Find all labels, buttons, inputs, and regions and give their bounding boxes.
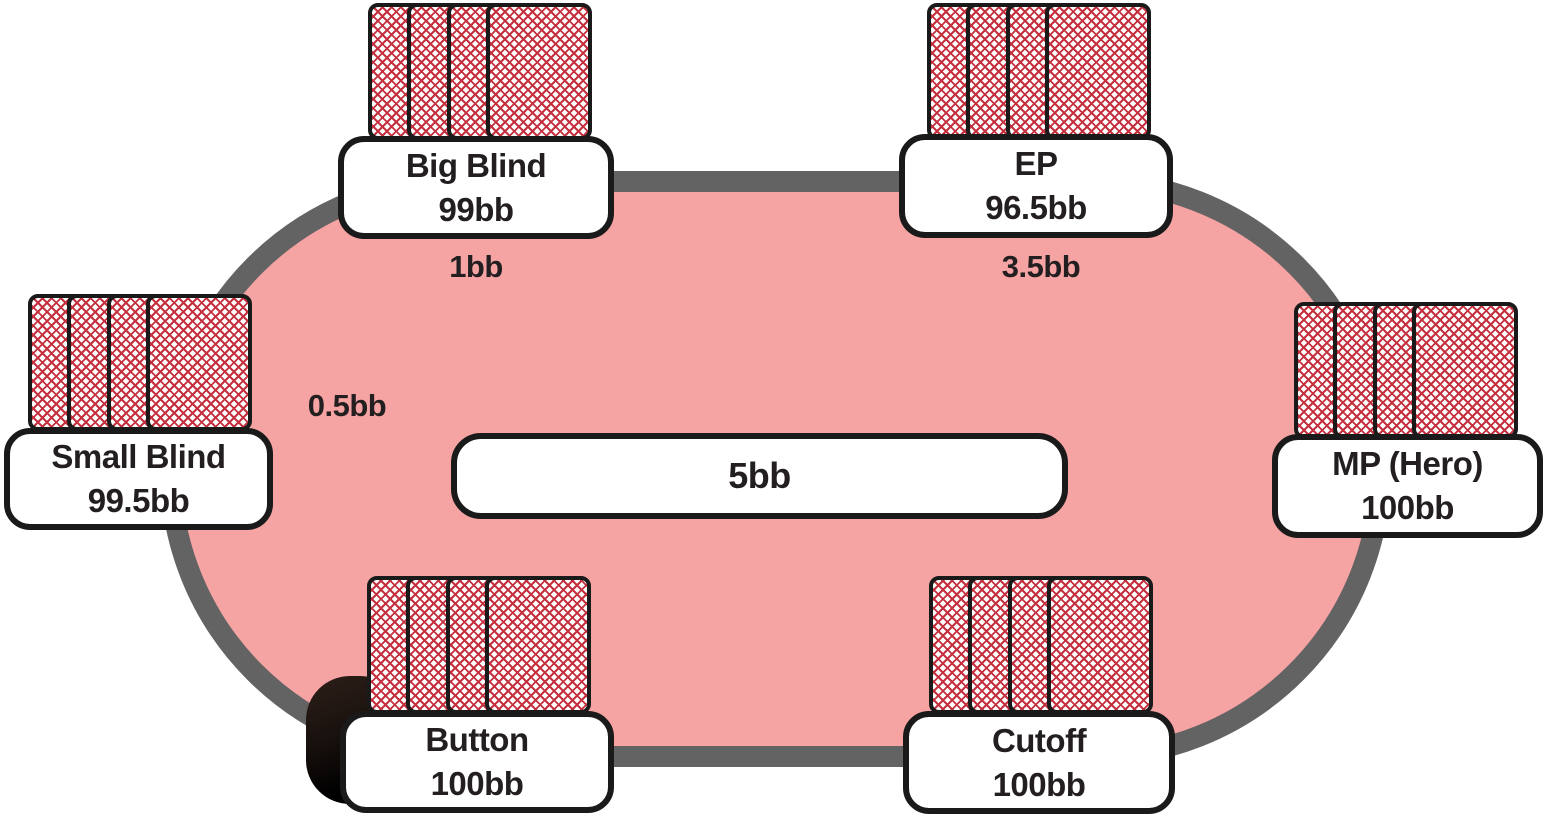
seat-position: Button [425,721,529,758]
seat-stack: 96.5bb [985,189,1087,226]
bet-amount-small-blind: 0.5bb [307,388,387,423]
bet-amount-big-blind: 1bb [449,249,503,284]
card-backs-small-blind [28,294,259,431]
seat-stack: 99bb [438,190,514,228]
card-back-icon [486,3,592,140]
card-back-icon [1412,302,1518,439]
card-backs-cutoff [929,576,1153,714]
card-back-icon [146,294,252,431]
seat-position: MP (Hero) [1332,445,1483,482]
card-backs-big-blind [368,3,592,140]
card-back-icon [485,576,591,714]
seat-label-big-blind: Big Blind 99bb [338,136,614,239]
seat-label-ep: EP 96.5bb [899,134,1173,238]
seat-stack: 99.5bb [87,482,190,519]
seat-stack: 100bb [992,765,1086,803]
card-back-icon [1045,3,1151,140]
seat-stack: 100bb [1361,489,1454,526]
pot-box: 5bb [451,433,1068,519]
pot-amount: 5bb [728,455,791,496]
seat-label-cutoff: Cutoff 100bb [903,711,1175,814]
seat-position: EP [1014,145,1058,182]
card-backs-mp-hero [1294,302,1520,439]
card-backs-button [367,576,591,714]
seat-label-small-blind: Small Blind 99.5bb [4,428,273,530]
seat-position: Cutoff [991,721,1087,759]
seat-label-mp-hero: MP (Hero) 100bb [1272,434,1543,538]
seat-label-button: Button 100bb [340,711,614,813]
bet-amount-ep: 3.5bb [1001,249,1081,284]
card-back-icon [1047,576,1153,714]
seat-position: Big Blind [405,146,547,184]
seat-stack: 100bb [430,765,524,802]
card-backs-ep [927,3,1151,140]
seat-position: Small Blind [51,438,226,475]
